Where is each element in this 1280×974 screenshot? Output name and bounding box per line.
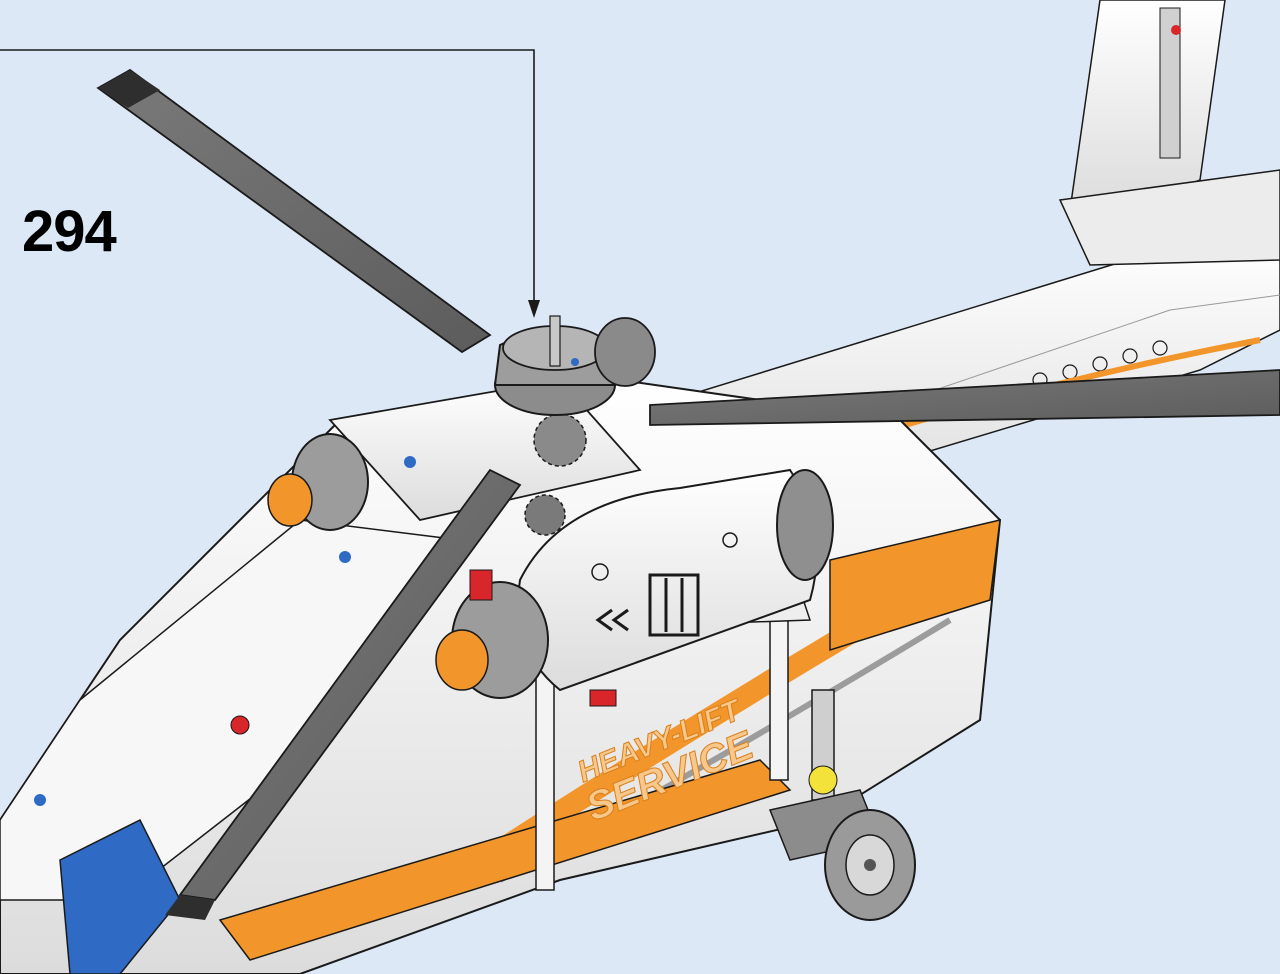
gear-assembly: [469, 413, 617, 707]
rotor-blade-icon: [96, 68, 1280, 920]
callout-arrow-icon: [0, 49, 540, 318]
landing-wheel: [768, 689, 916, 921]
step-number: 294: [22, 199, 117, 264]
rotor-hub: [493, 315, 656, 416]
engine-right: [435, 468, 834, 699]
